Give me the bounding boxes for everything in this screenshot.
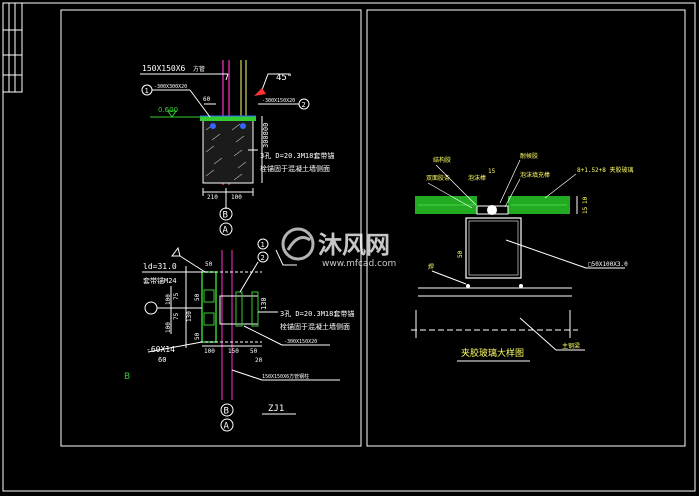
watermark-logo-icon (281, 227, 315, 261)
watermark-url: www.mfcad.com (322, 259, 396, 269)
foam-rod (487, 205, 497, 215)
dim-bottom-2: 100 (231, 194, 242, 201)
dim-right-1: 10 (582, 196, 589, 204)
label-foam: 泡沫棒 (468, 174, 486, 182)
watermark: 沐风网 www.mfcad.com (281, 227, 396, 269)
label-bridge: 泡沫填充棒 (520, 171, 550, 179)
side-dim-r2: 130 (186, 311, 193, 322)
embed-plate-side (201, 271, 217, 343)
angle-label: 45° (276, 73, 292, 83)
dim-height: 50 (457, 250, 464, 258)
dim-top: 60 (203, 96, 211, 103)
label-beam: 主钢梁 (562, 342, 580, 350)
axis-b-bottom (220, 403, 234, 417)
dim-top-right: 50 (205, 261, 213, 268)
anchor-bolt-left (210, 123, 216, 129)
axis-a-bottom (220, 418, 234, 432)
weld-label: -60X14 (146, 345, 175, 354)
watermark-brand: 沐风网 (318, 231, 390, 259)
column-label-suffix: 方管 (193, 65, 205, 73)
dim-mid: 15 (488, 168, 496, 175)
callout-1-bottom (257, 238, 269, 250)
side-dim-3: 75 (173, 312, 180, 320)
label-glass: 8+1.52+8 夹胶玻璃 (577, 166, 634, 174)
side-dim-4: 100 (165, 322, 172, 333)
view-label-b: B (124, 372, 130, 382)
dim-bottom-1: 210 (207, 194, 218, 201)
dim-bottom-c: 50 (250, 348, 258, 355)
note-bottom-line-2: 栓锚固于混凝土墙侧面 (280, 322, 350, 331)
axis-b-top (219, 207, 233, 221)
dim-vertical: 300800 (262, 123, 270, 148)
svg-text:A: A (224, 422, 230, 432)
concrete-wall-section (202, 119, 254, 184)
svg-text:A: A (223, 226, 229, 236)
detail-title-right: 夹胶玻璃大样图 (461, 347, 524, 359)
svg-text:2: 2 (302, 101, 306, 109)
dim-bottom-a: 100 (204, 348, 215, 355)
detail-title-zj1: ZJ1 (268, 404, 284, 414)
svg-text:B: B (223, 211, 228, 221)
plate-left-label: -300X300X20 (154, 84, 187, 90)
note-bottom-line-1: 3孔 D=20.3M18套带锚 (280, 309, 354, 318)
weld-dim: 60 (158, 356, 166, 364)
side-dim-2: 75 (173, 292, 180, 300)
plate-bottom-label: -300X150X20 (284, 339, 317, 345)
label-weld: 焊 (428, 263, 434, 271)
embed-plate-top (200, 116, 256, 121)
svg-text:1: 1 (145, 87, 149, 95)
plate-right-label: -300X150X20 (262, 98, 295, 104)
label-structural-glue: 结构胶 (433, 156, 451, 164)
callout-2-bottom (257, 251, 269, 263)
axis-a-top (219, 222, 233, 236)
anchor-label: 套带锚M24 (143, 276, 177, 285)
svg-text:2: 2 (261, 254, 265, 262)
label-tube: □50X100X3.0 (588, 261, 628, 268)
ld-label: ld=31.0 (143, 262, 177, 271)
level-value: 0.600 (158, 106, 178, 114)
anchor-bolt-right (240, 123, 246, 129)
steel-tube (465, 217, 522, 279)
side-dim-1: 100 (165, 294, 172, 305)
dim-130: 130 (260, 297, 268, 310)
label-double-seal: 双面胶条 (426, 174, 450, 182)
note-line-1: 3孔 D=20.3M18套带锚 (260, 151, 334, 160)
side-dim-r1: 50 (194, 293, 201, 301)
svg-text:B: B (224, 407, 229, 417)
note-line-2: 栓锚固于混凝土墙侧面 (260, 164, 330, 173)
column-label: 150X150X6 (142, 64, 186, 73)
right-detail: 结构胶 泡沫棒 耐候胶 双面胶条 泡沫填充棒 8+1.52+8 夹胶玻璃 15 … (411, 152, 634, 362)
bolt-hole (144, 301, 158, 315)
dim-bottom-b: 150 (228, 348, 239, 355)
side-dim-r3: 50 (194, 332, 201, 340)
dim-right-2: 15 (582, 206, 589, 214)
svg-text:1: 1 (261, 241, 265, 249)
dim-bottom-d: 20 (255, 357, 263, 364)
left-top-detail: 0.600 150X150X6 方管 45° 1 -300X300X20 2 -… (140, 60, 334, 236)
left-bottom-detail: ld=31.0 套带锚M24 100 75 75 100 50 130 50 5… (124, 238, 354, 432)
column-bottom-label: 150X150X6方管钢柱 (262, 373, 309, 380)
label-seal: 耐候胶 (520, 152, 538, 160)
